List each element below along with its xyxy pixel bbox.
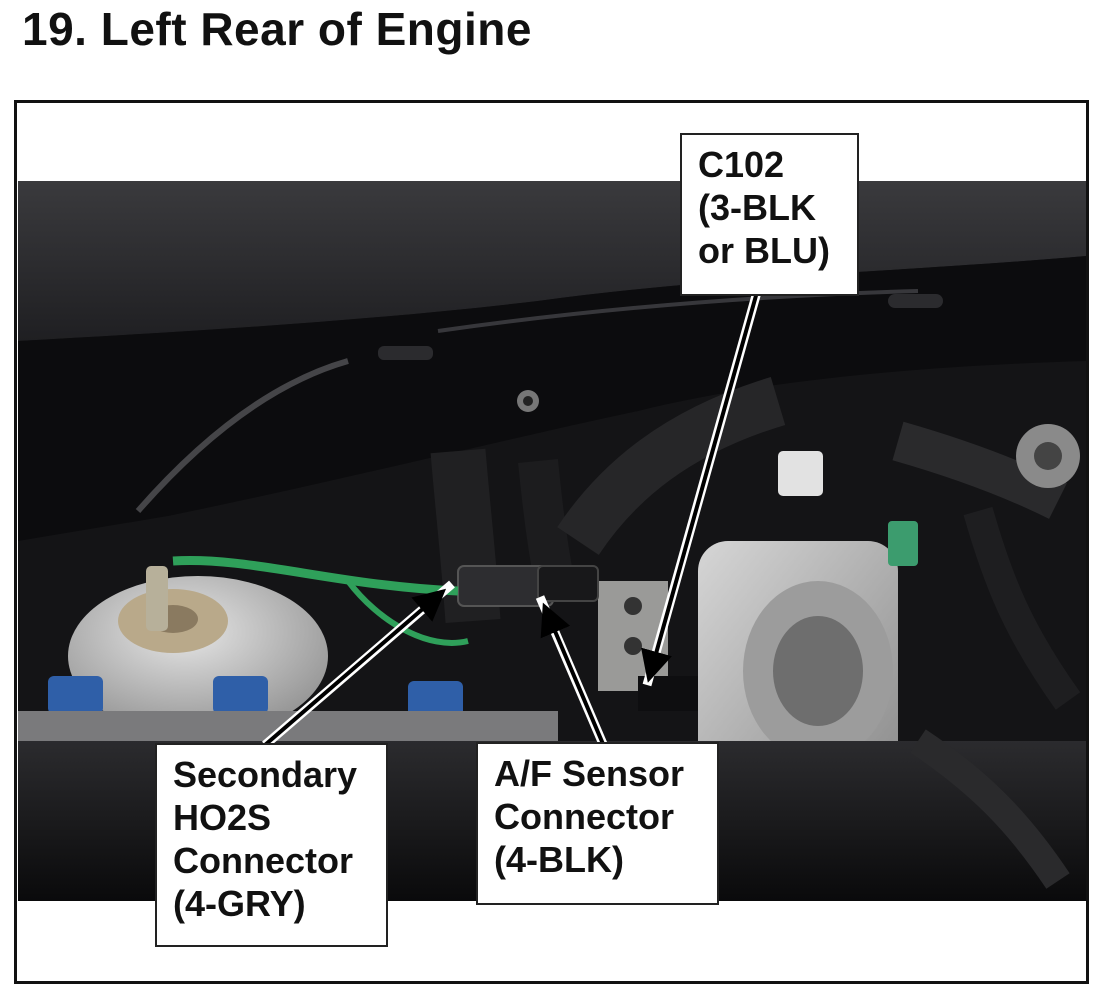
callout-text: (4-BLK) xyxy=(494,839,624,880)
secondary-ho2s-callout: Secondary HO2S Connector (4-GRY) xyxy=(155,743,388,947)
callout-text: HO2S xyxy=(173,797,272,838)
callout-text: or BLU) xyxy=(698,230,830,271)
callout-text: C102 xyxy=(698,144,785,185)
callout-text: A/F Sensor xyxy=(494,753,685,794)
c102-callout: C102 (3-BLK or BLU) xyxy=(680,133,859,296)
callout-text: (3-BLK xyxy=(698,187,816,228)
callout-text: Connector xyxy=(494,796,674,837)
page-title: 19. Left Rear of Engine xyxy=(22,3,532,55)
callout-text: Secondary xyxy=(173,754,358,795)
af-sensor-callout: A/F Sensor Connector (4-BLK) xyxy=(476,742,719,905)
callout-text: Connector xyxy=(173,840,353,881)
callout-text: (4-GRY) xyxy=(173,883,306,924)
